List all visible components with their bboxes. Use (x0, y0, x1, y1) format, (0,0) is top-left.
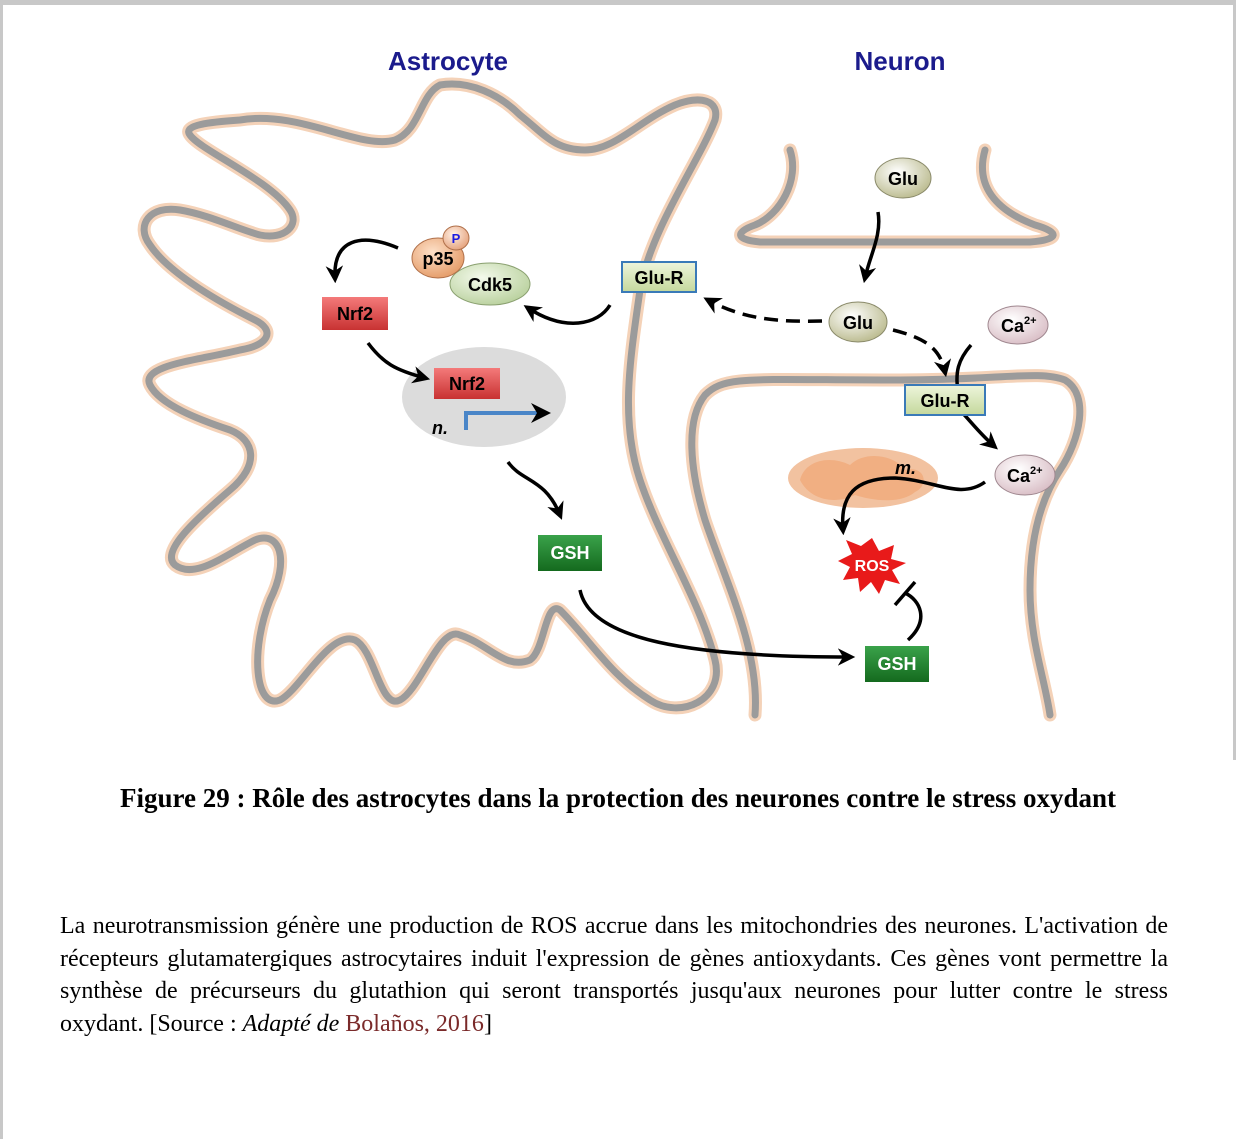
frame-right-border (1233, 0, 1236, 760)
nrf2-nucleus-label: Nrf2 (449, 374, 485, 394)
postsynaptic-neuron (685, 369, 1087, 722)
source-citation: Bolaños, 2016 (345, 1010, 484, 1037)
ros-burst (838, 538, 906, 594)
source-italic: Adapté de (242, 1010, 340, 1037)
arrow-nrf2-to-nucleus (366, 341, 431, 384)
mitochondrion-label: m. (895, 458, 916, 478)
gsh-neuron-label: GSH (877, 654, 916, 674)
gsh-astro-label: GSH (550, 543, 589, 563)
description-paragraph: La neurotransmission génère une producti… (60, 910, 1168, 1040)
arrow-glur-to-cdk5 (523, 304, 612, 325)
glu-top-label: Glu (888, 169, 918, 189)
frame-left-border (0, 0, 3, 1139)
promoter-arrow (464, 403, 551, 430)
arrow-gsh-to-neuron (578, 589, 856, 666)
arrow-glu-to-neuron-glur (892, 328, 952, 378)
ca-top-label: Ca2+ (1001, 315, 1037, 336)
cdk5-label: Cdk5 (468, 275, 512, 295)
presynaptic-terminal (734, 143, 1060, 249)
figure-caption: Figure 29 : Rôle des astrocytes dans la … (120, 783, 1116, 813)
ca-bottom-label: Ca2+ (1007, 465, 1043, 486)
ros-label: ROS (855, 558, 890, 575)
arrow-glu-down (859, 211, 881, 284)
p35-label: p35 (422, 249, 453, 269)
arrow-glu-to-astro-glur (703, 297, 823, 323)
phosphate-label: P (452, 231, 461, 246)
inhibition-gsh-to-ros (893, 580, 923, 642)
glu-mid-label: Glu (843, 313, 873, 333)
glu-r-astro-label: Glu-R (635, 268, 684, 288)
neuron-title: Neuron (855, 46, 946, 76)
arrow-nucleus-to-gsh (506, 460, 564, 520)
paragraph-body: La neurotransmission génère une producti… (60, 913, 1168, 1037)
astrocyte-neuron-diagram: Astrocyte Neuron Glu Glu Ca2+ Ca2+ (137, 46, 1087, 722)
nrf2-cyto-label: Nrf2 (337, 304, 373, 324)
source-end: ] (483, 1010, 492, 1037)
frame-top-border (0, 0, 1236, 5)
glu-r-neuron-label: Glu-R (921, 391, 970, 411)
arrow-ca-to-ros (833, 476, 987, 536)
nucleus-label: n. (432, 418, 448, 438)
astrocyte-membrane (137, 77, 723, 715)
astrocyte-title: Astrocyte (388, 46, 508, 76)
arrow-cdk5-to-nrf2 (325, 238, 399, 284)
